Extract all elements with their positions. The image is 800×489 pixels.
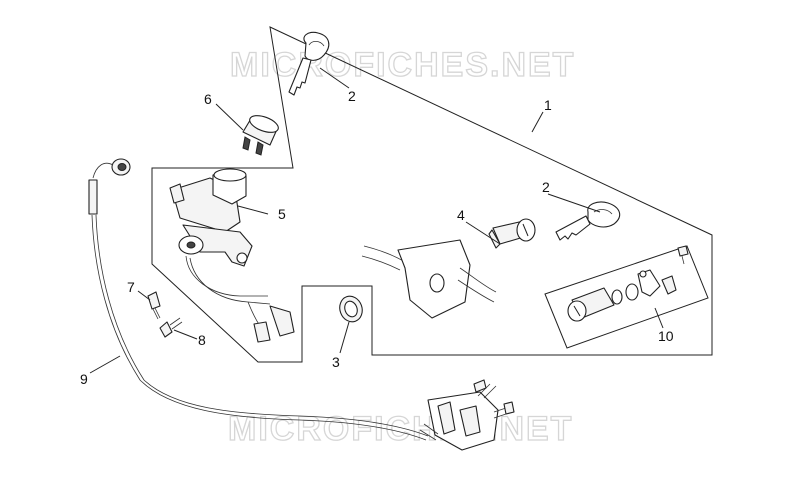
ring-icon (339, 295, 363, 323)
callout-9: 9 (80, 371, 88, 387)
key-icon (288, 31, 330, 96)
lock-barrel-icon (488, 218, 536, 249)
callout-5: 5 (278, 206, 286, 222)
key-icon (555, 201, 621, 241)
seat-lock-icon (419, 379, 515, 451)
callout-8: 8 (198, 332, 206, 348)
leader-lines (89, 67, 664, 374)
group-10-box (544, 245, 709, 349)
watermark-top: MICROFICHES.NET (230, 46, 575, 84)
lock-set-icon (567, 245, 689, 322)
screw-icon (159, 317, 183, 338)
cable-icon (88, 158, 429, 441)
callout-1: 1 (544, 97, 552, 113)
callout-3: 3 (332, 354, 340, 370)
bolt-icon (147, 291, 161, 320)
ignition-switch-icon (169, 168, 295, 343)
cap-icon (242, 115, 279, 156)
bracket-icon (361, 239, 497, 319)
callout-2-right: 2 (542, 179, 550, 195)
callout-10: 10 (658, 328, 674, 344)
callout-2-top: 2 (348, 88, 356, 104)
callout-7: 7 (127, 279, 135, 295)
watermark-bottom: MICROFICHES.NET (228, 410, 573, 448)
callout-4: 4 (457, 207, 465, 223)
kit-outline (151, 26, 713, 363)
callout-6: 6 (204, 91, 212, 107)
